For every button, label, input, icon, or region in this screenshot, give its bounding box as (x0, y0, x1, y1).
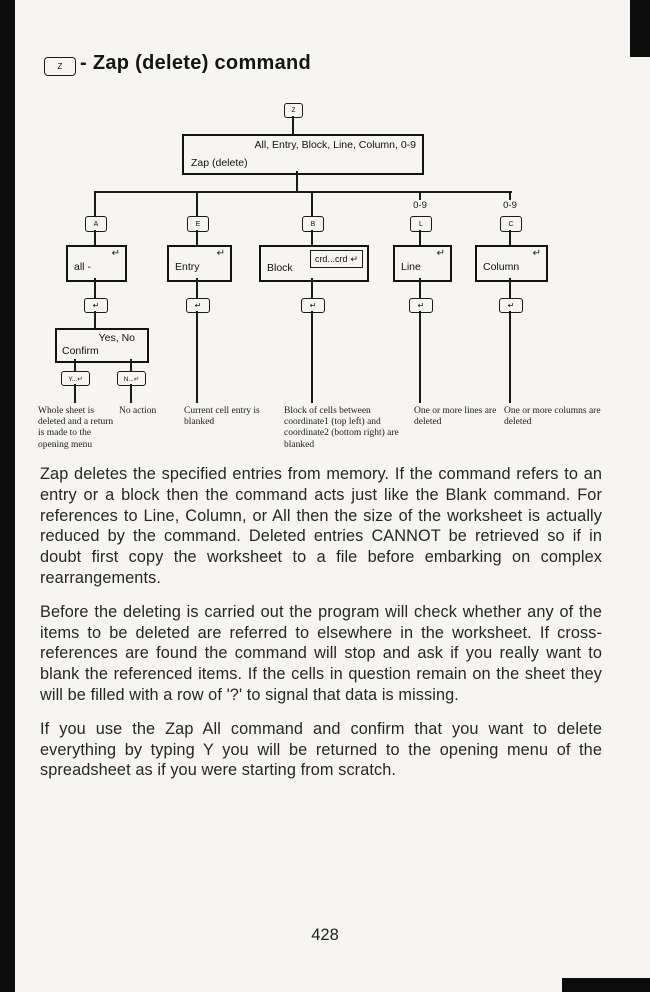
connector-line (94, 311, 96, 328)
connector-line (292, 116, 294, 134)
zap-options-label: All, Entry, Block, Line, Column, 0-9 (254, 139, 416, 151)
caption-current-cell: Current cell entry is blanked (184, 406, 260, 428)
caption-block-of-cells: Block of cells between coordinate1 (top … (284, 406, 399, 450)
return-keycap-icon: ↵ (301, 298, 325, 313)
connector-line (419, 311, 421, 403)
scan-artifact-bottom-right (562, 978, 650, 992)
zap-command-box: All, Entry, Block, Line, Column, 0-9 Zap… (182, 134, 424, 175)
entry-label: Entry (175, 261, 200, 273)
scan-artifact-top-right (630, 0, 650, 57)
entry-box: Entry ↵ (167, 245, 232, 282)
return-glyph: ↵ (532, 248, 541, 259)
a-keycap-label: A (93, 220, 99, 228)
body-paragraph-2: Before the deleting is carried out the p… (40, 602, 602, 704)
return-keycap-icon: ↵ (186, 298, 210, 313)
l-keycap-icon: L (410, 216, 432, 232)
connector-line (94, 278, 96, 298)
connector-line (94, 230, 96, 245)
yes-keycap-label: Y...↵ (68, 375, 83, 383)
page-number: 428 (311, 926, 339, 944)
z-keycap-icon: Z (44, 57, 76, 76)
block-coordinates-box: crd...crd ↵ (309, 250, 363, 268)
connector-line (94, 191, 512, 193)
body-paragraph-3: If you use the Zap All command and confi… (40, 719, 602, 780)
page-title: - Zap (delete) command (80, 52, 312, 74)
return-glyph: ↵ (194, 301, 202, 310)
body-paragraph-1: Zap deletes the specified entries from m… (40, 465, 602, 587)
z-keycap-label: Z (57, 62, 63, 71)
block-box: Block crd...crd ↵ (259, 245, 369, 282)
connector-line (509, 278, 511, 298)
return-keycap-icon: ↵ (499, 298, 523, 313)
e-keycap-label: E (195, 220, 201, 228)
e-keycap-icon: E (187, 216, 209, 232)
all-label: all - (74, 261, 91, 273)
block-label: Block (267, 262, 293, 274)
c-keycap-label: C (508, 220, 514, 228)
return-glyph: ↵ (216, 248, 225, 259)
block-coordinates-label: crd...crd (314, 254, 348, 264)
return-glyph: ↵ (417, 301, 425, 310)
connector-line (196, 278, 198, 298)
confirm-options-label: Yes, No (98, 332, 135, 344)
a-keycap-icon: A (85, 216, 107, 232)
return-glyph: ↵ (436, 248, 445, 259)
line-label: Line (401, 261, 421, 273)
l-keycap-label: L (419, 220, 423, 228)
connector-line (94, 191, 96, 217)
return-keycap-icon: ↵ (409, 298, 433, 313)
connector-line (311, 230, 313, 245)
connector-line (130, 359, 132, 371)
connector-line (196, 311, 198, 403)
connector-line (509, 230, 511, 245)
zap-delete-label: Zap (delete) (191, 157, 248, 169)
return-glyph: ↵ (111, 248, 120, 259)
all-box: all - ↵ (66, 245, 127, 282)
confirm-box: Yes, No Confirm (55, 328, 149, 363)
confirm-label: Confirm (62, 345, 99, 357)
scan-artifact-left-bar (0, 0, 15, 992)
caption-whole-sheet: Whole sheet is deleted and a return is m… (38, 406, 114, 450)
connector-line (311, 311, 313, 403)
return-keycap-icon: ↵ (84, 298, 108, 313)
connector-line (419, 278, 421, 298)
return-glyph: ↵ (350, 253, 358, 264)
connector-line (311, 191, 313, 217)
column-label: Column (483, 261, 520, 273)
connector-line (130, 384, 132, 403)
line-box: Line ↵ (393, 245, 452, 282)
c-keycap-icon: C (500, 216, 522, 232)
connector-line (419, 191, 421, 201)
b-keycap-icon: B (302, 216, 324, 232)
connector-line (74, 359, 76, 371)
root-z-keycap-label: Z (291, 107, 296, 114)
body-text: Zap deletes the specified entries from m… (40, 464, 602, 794)
connector-line (296, 171, 298, 191)
column-box: Column ↵ (475, 245, 548, 282)
connector-line (311, 278, 313, 298)
return-glyph: ↵ (309, 301, 317, 310)
connector-line (74, 384, 76, 403)
connector-line (196, 191, 198, 217)
caption-no-action: No action (119, 406, 157, 416)
no-keycap-label: N...↵ (123, 375, 140, 383)
caption-columns-deleted: One or more columns are deleted (504, 406, 601, 428)
line-range-label: 0-9 (405, 200, 435, 211)
column-range-label: 0-9 (495, 200, 525, 211)
connector-line (509, 191, 511, 201)
caption-lines-deleted: One or more lines are deleted (414, 406, 497, 428)
connector-line (509, 311, 511, 403)
connector-line (419, 230, 421, 245)
return-glyph: ↵ (507, 301, 515, 310)
connector-line (196, 230, 198, 245)
return-glyph: ↵ (92, 301, 100, 310)
b-keycap-label: B (310, 220, 316, 228)
